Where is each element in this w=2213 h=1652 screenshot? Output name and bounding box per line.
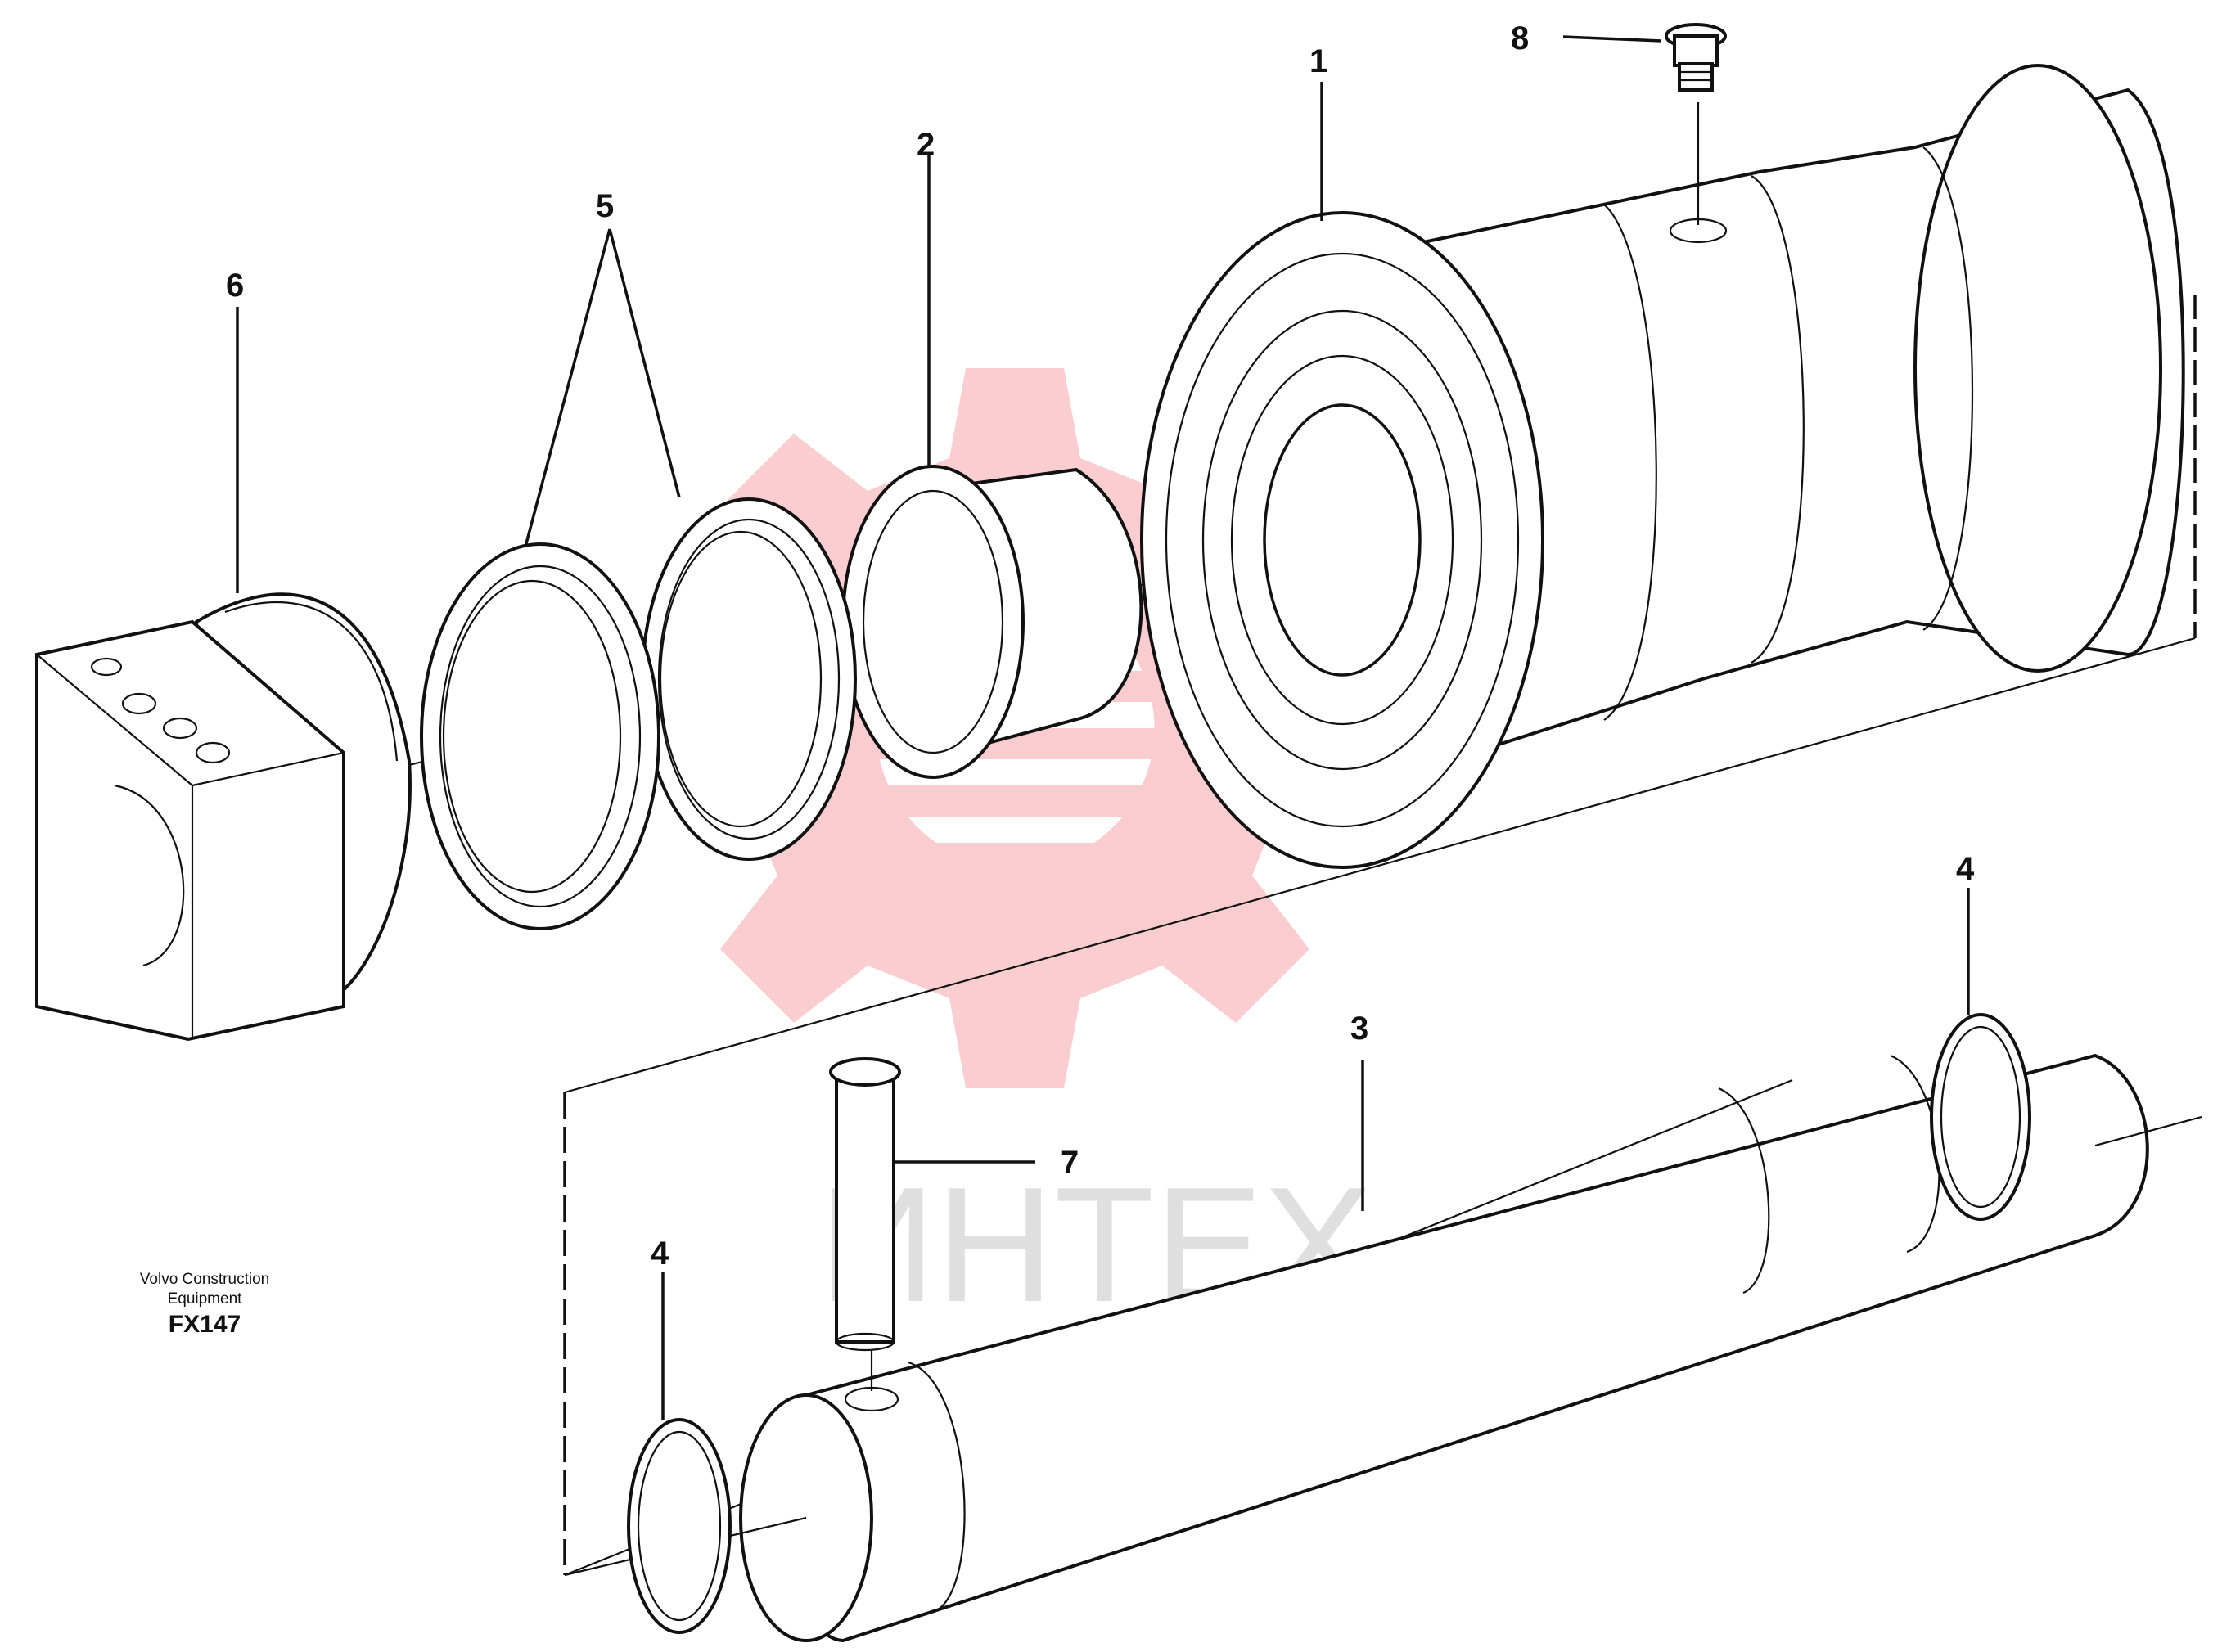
figure-code: FX147	[168, 1311, 241, 1338]
callout-2: 2	[917, 127, 935, 163]
leader-lines	[236, 35, 1970, 1420]
support-bracket	[34, 592, 412, 1042]
roller-shaft	[564, 1053, 2202, 1643]
callout-1: 1	[1309, 43, 1327, 79]
callout-8: 8	[1511, 20, 1529, 56]
track-roller	[1140, 64, 2185, 869]
callout-6: 6	[226, 268, 244, 304]
figure-caption: Volvo Construction Equipment FX147	[98, 1270, 311, 1340]
callout-5: 5	[596, 188, 614, 224]
brand-line-1: Volvo Construction	[139, 1271, 270, 1288]
brand-line-2: Equipment	[167, 1290, 242, 1308]
plug	[1665, 23, 1727, 92]
o-ring-left	[627, 1418, 732, 1634]
callout-4-right: 4	[1956, 851, 1975, 887]
callout-7: 7	[1061, 1145, 1079, 1181]
o-ring-right	[1930, 1013, 2031, 1221]
seal-ring-pair	[420, 497, 857, 930]
bushing	[841, 465, 1143, 779]
callout-4-left: 4	[651, 1236, 669, 1272]
callout-3: 3	[1350, 1011, 1368, 1047]
pin	[829, 1057, 901, 1352]
